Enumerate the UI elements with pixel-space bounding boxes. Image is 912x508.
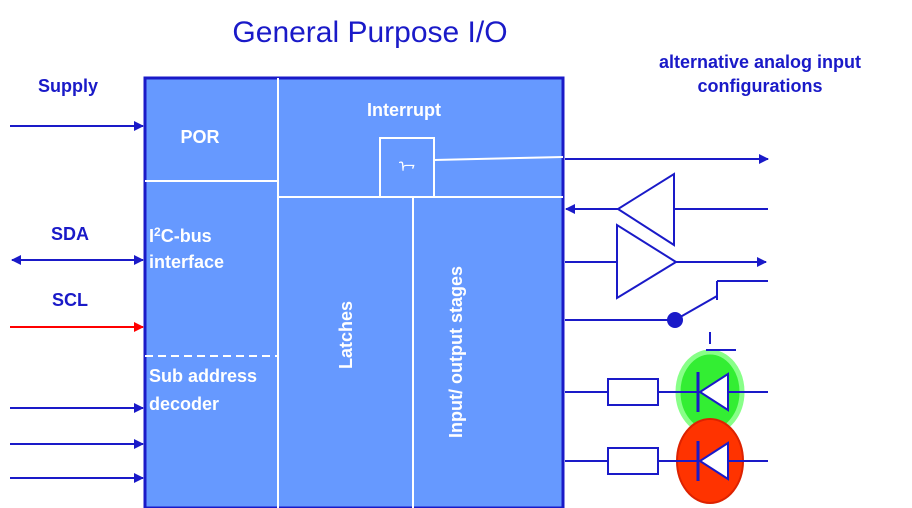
red-diode-symbol: [698, 441, 729, 481]
resistor-1: [607, 378, 659, 406]
resistor-2: [607, 447, 659, 475]
internal-dividers: [145, 78, 564, 508]
latches-label: Latches: [336, 301, 356, 369]
subaddress-label-line1: Sub address: [149, 366, 257, 386]
switch-lever: [674, 295, 718, 321]
green-diode-symbol: [698, 372, 729, 412]
sda-label: SDA: [51, 224, 89, 244]
i2c-label-line1: I2C-bus: [149, 225, 212, 246]
interrupt-symbol: ᢇ: [399, 157, 415, 176]
diagram-title: General Purpose I/O: [232, 16, 507, 49]
scl-label: SCL: [52, 290, 88, 310]
switch-pivot-dot: [667, 312, 683, 328]
subaddress-label-line2: decoder: [149, 394, 219, 414]
chip-block: [143, 76, 565, 508]
i2c-label-line2: interface: [149, 252, 224, 272]
supply-label: Supply: [38, 76, 98, 96]
io-stages-label: Input/ output stages: [446, 266, 466, 438]
alt-config-label-line2: configurations: [698, 76, 823, 96]
alt-config-label-line1: alternative analog input: [659, 52, 861, 72]
por-label: POR: [180, 127, 219, 147]
interrupt-label: Interrupt: [367, 100, 441, 120]
